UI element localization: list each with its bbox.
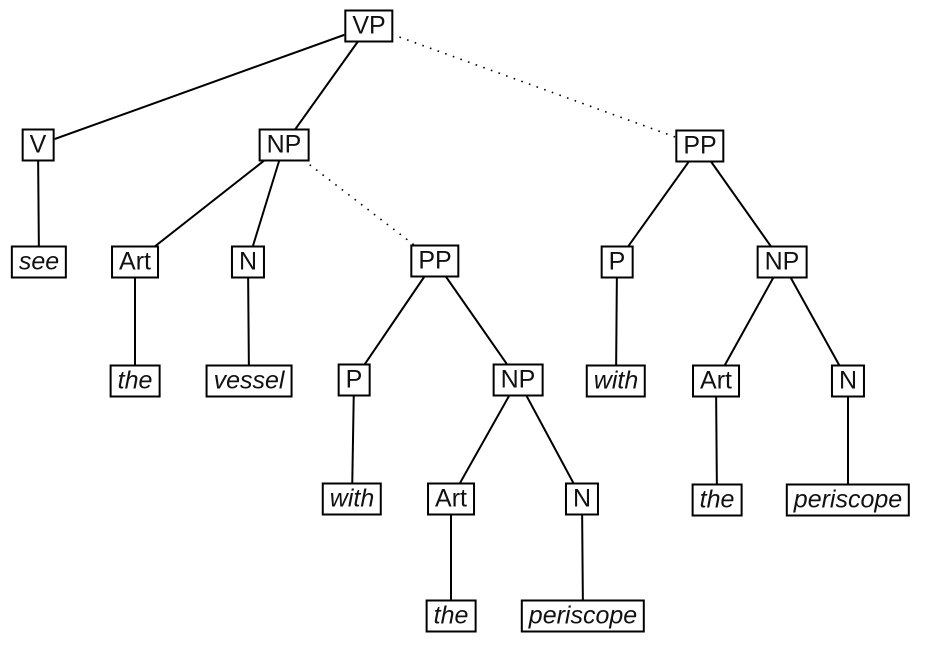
edge-n-vessel (247, 261, 250, 382)
leaf-the-1: the (109, 364, 161, 398)
leaf-the-right: the (691, 483, 743, 517)
edge-np-art (134, 144, 285, 263)
edge-artright-the (715, 380, 718, 501)
node-art-2: Art (427, 482, 475, 516)
edge-npright-art (715, 261, 783, 382)
leaf-vessel: vessel (205, 364, 293, 398)
node-np-right: NP (756, 245, 808, 279)
edge-ppright-np (699, 145, 783, 263)
leaf-the-2: the (425, 599, 477, 633)
node-np: NP (258, 128, 310, 162)
edge-vp-pp-dotted (368, 25, 701, 147)
node-art-right: Art (692, 364, 740, 398)
edge-npright-n (781, 261, 849, 382)
node-p-right: P (600, 245, 634, 279)
edge-pright-with (615, 261, 618, 382)
leaf-with-right: with (585, 364, 647, 398)
edge-npmid-art (450, 379, 519, 500)
edge-npmid-n (517, 379, 583, 500)
node-v: V (21, 128, 55, 162)
leaf-with-mid: with (321, 482, 383, 516)
edge-ppmid-np (434, 260, 519, 381)
edge-ppright-p (616, 145, 701, 263)
node-n-right: N (830, 364, 866, 398)
node-art-1: Art (111, 245, 159, 279)
node-pp-mid: PP (410, 244, 460, 278)
node-p-mid: P (337, 363, 371, 397)
node-pp-right: PP (675, 129, 725, 163)
edge-vp-v (37, 25, 370, 146)
edge-vp-np (283, 25, 370, 146)
edge-v-see (37, 144, 40, 263)
leaf-periscope-right: periscope (785, 483, 911, 517)
edge-np-n (247, 144, 285, 263)
node-vp: VP (344, 9, 394, 43)
edge-ppmid-p (353, 260, 436, 381)
node-n-2: N (564, 482, 600, 516)
leaf-see: see (10, 245, 68, 279)
edge-n2-periscope (581, 498, 584, 617)
node-np-mid: NP (492, 363, 544, 397)
node-n-1: N (230, 245, 266, 279)
leaf-periscope-mid: periscope (520, 599, 646, 633)
edge-pmid-with (351, 379, 355, 500)
